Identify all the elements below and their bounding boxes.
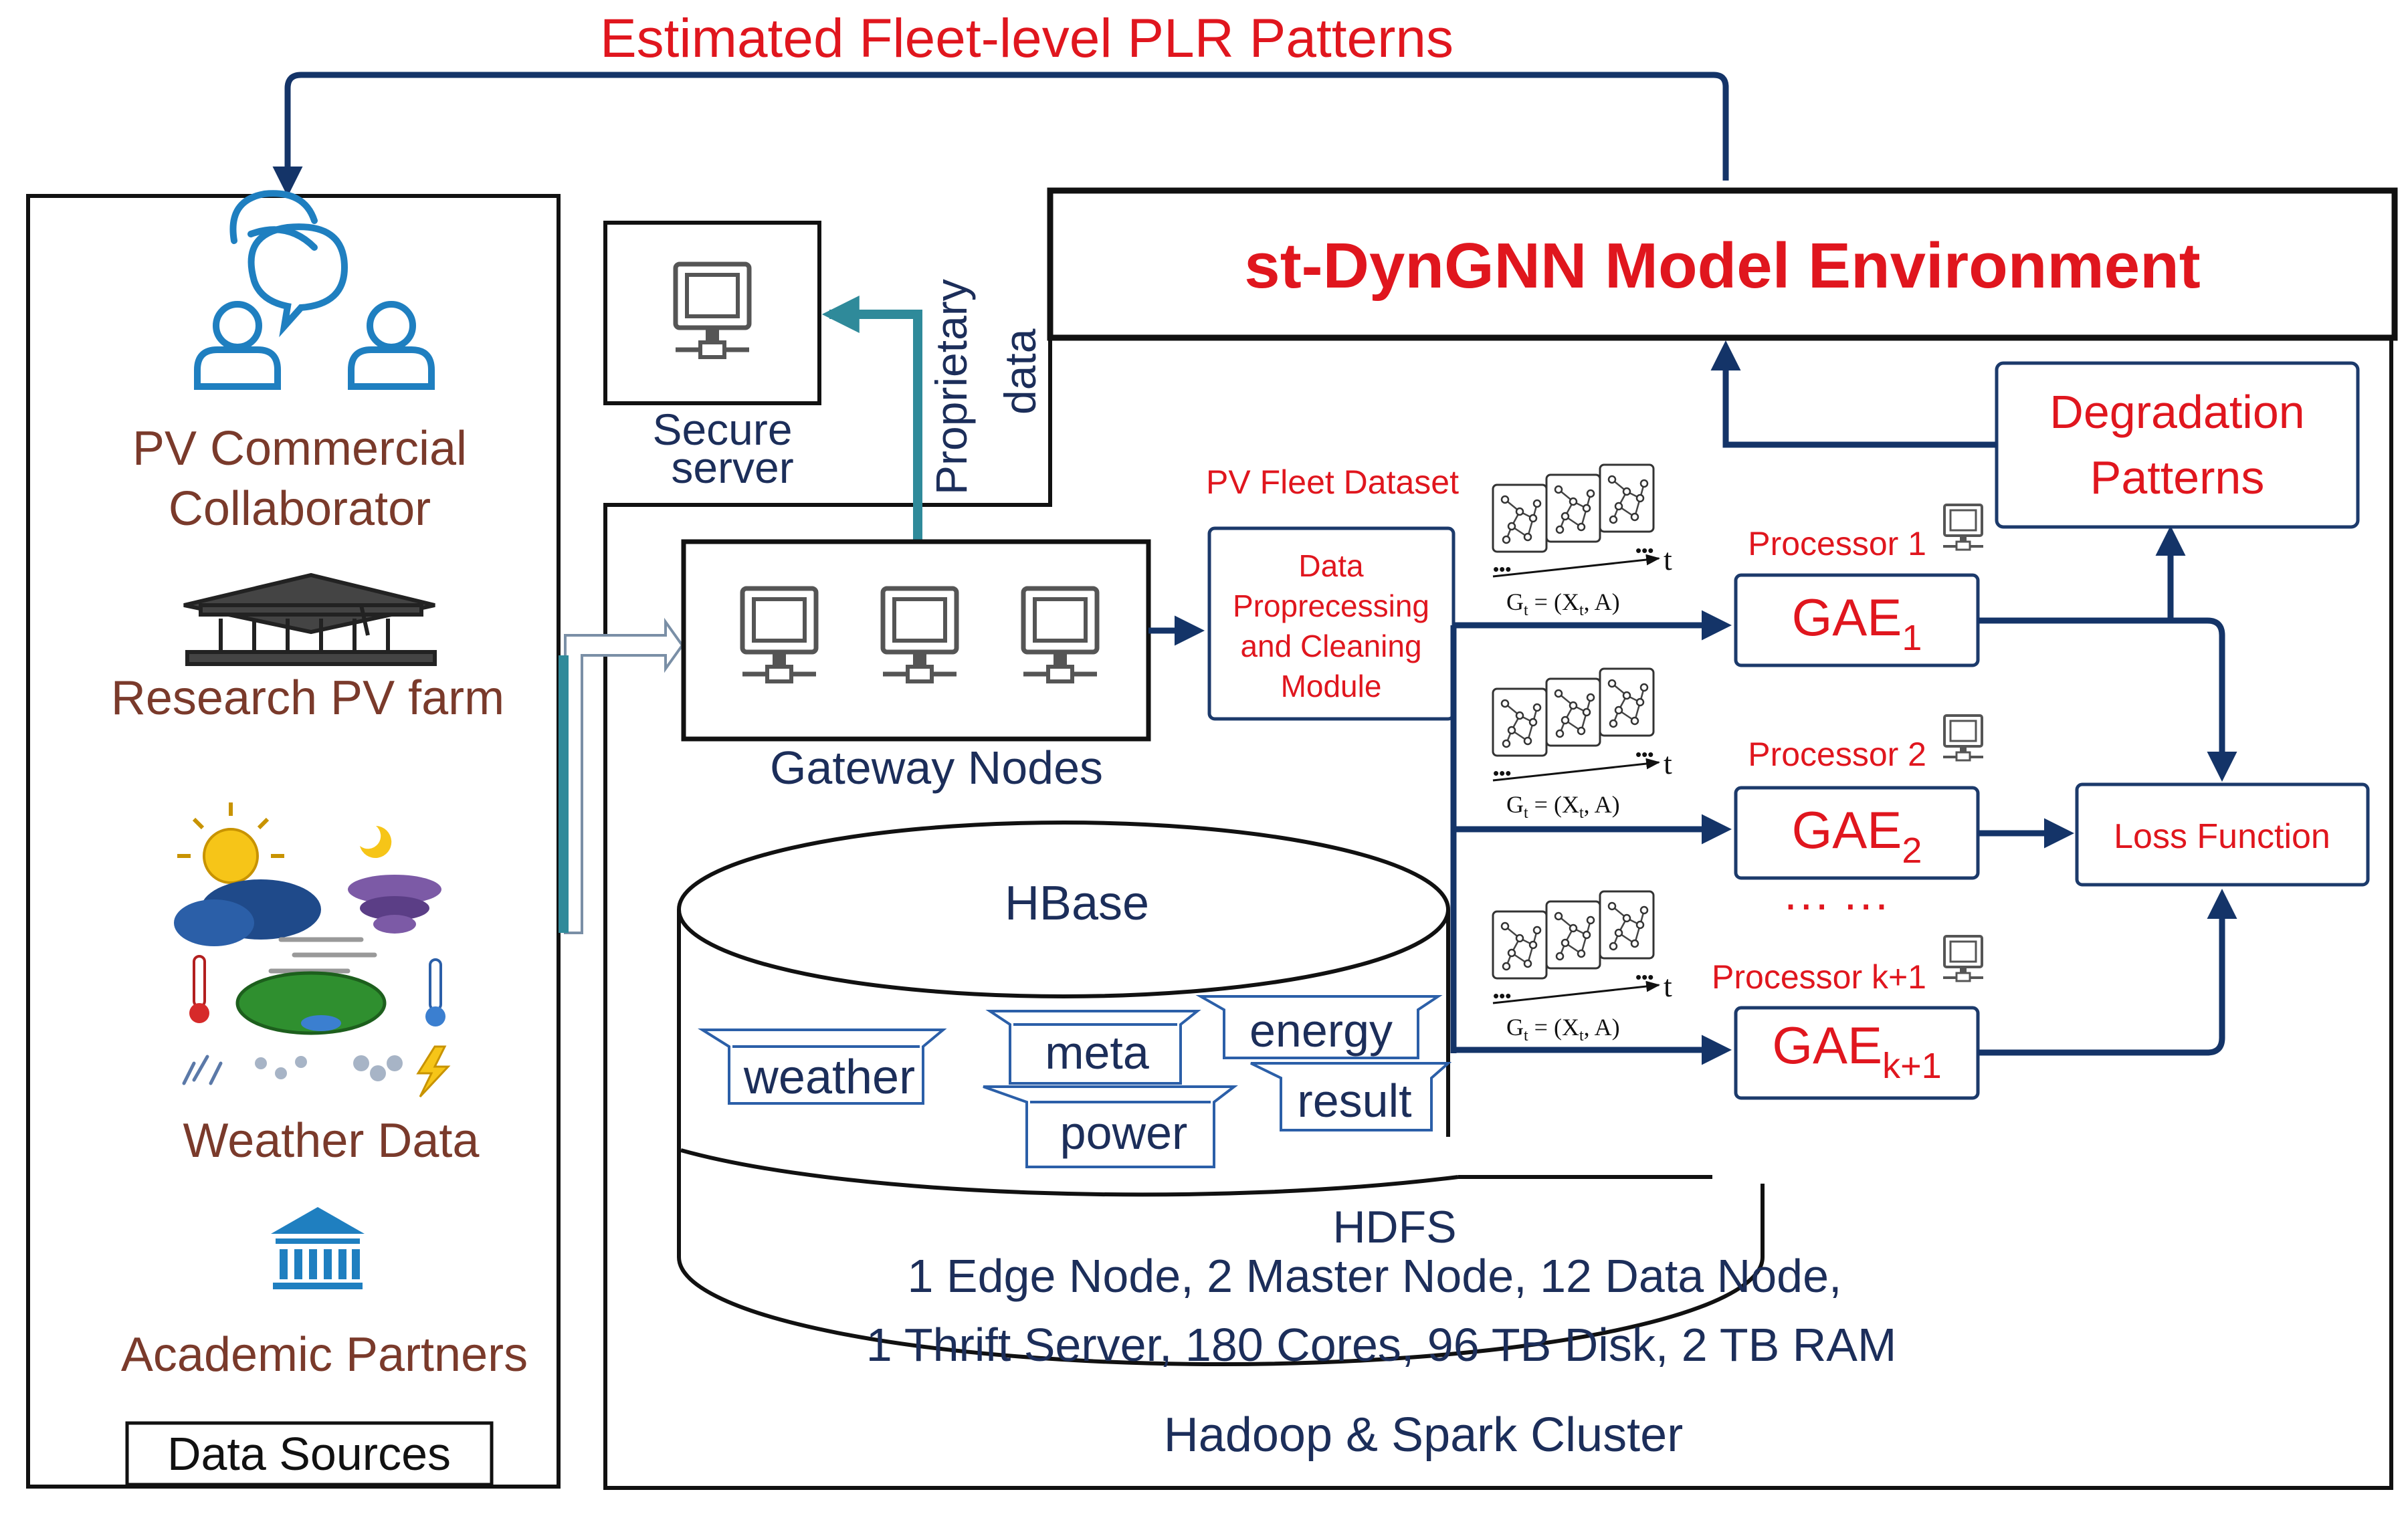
table-power: power — [983, 1085, 1238, 1168]
proprietary-label: Proprietary — [926, 279, 976, 495]
pv-commercial-label-line2: Collaborator — [169, 482, 431, 536]
module-label-line4: Module — [1281, 669, 1382, 704]
graph-snapshot-2: ••• ••• t Gt = (Xt, A) — [1492, 667, 1672, 822]
gae-2-label: GAE2 — [1792, 800, 1922, 871]
model-environment-title: st-DynGNN Model Environment — [1244, 230, 2200, 302]
gateway-nodes-label: Gateway Nodes — [770, 742, 1103, 794]
academic-building-icon — [271, 1207, 365, 1289]
processor-k1-label: Processor k+1 — [1712, 958, 1926, 996]
svg-text:meta: meta — [1045, 1026, 1149, 1079]
processor-1-label: Processor 1 — [1748, 525, 1926, 562]
hdfs-title: HDFS — [1332, 1202, 1456, 1253]
svg-text:•••: ••• — [1635, 967, 1653, 987]
degradation-label-line1: Degradation — [2049, 386, 2304, 438]
degradation-to-model-arrow — [1710, 340, 1997, 448]
table-meta: meta — [985, 1010, 1201, 1085]
module-label-line3: and Cleaning — [1240, 629, 1421, 663]
svg-text:t: t — [1664, 746, 1672, 780]
graph-snapshot-3: ••• ••• t Gt = (Xt, A) — [1492, 890, 1672, 1045]
svg-text:•••: ••• — [1493, 986, 1511, 1006]
svg-text:•••: ••• — [1635, 744, 1653, 764]
gae1-to-loss-arrow — [2171, 617, 2237, 782]
gaek1-to-loss-arrow — [1978, 889, 2237, 1056]
storage-cylinder — [677, 821, 1765, 1366]
hbase-title: HBase — [1005, 877, 1149, 930]
hdfs-spec-line2: 1 Thrift Server, 180 Cores, 96 TB Disk, … — [866, 1319, 1897, 1371]
processor-2-label: Processor 2 — [1748, 736, 1926, 773]
processor-ellipsis: ··· ··· — [1783, 877, 1889, 930]
degradation-label-line2: Patterns — [2090, 451, 2265, 504]
collaborator-icon — [194, 190, 435, 390]
table-energy: energy — [1195, 995, 1443, 1059]
data-sources-caption-box — [125, 1421, 494, 1487]
research-farm-label: Research PV farm — [111, 671, 504, 725]
weather-data-label: Weather Data — [183, 1114, 480, 1168]
proprietary-data-arrow — [821, 296, 922, 548]
svg-text:Gt = (Xt, A): Gt = (Xt, A) — [1506, 588, 1620, 619]
svg-text:power: power — [1060, 1107, 1188, 1159]
feedback-arrow — [272, 72, 1729, 197]
academic-partners-label: Academic Partners — [121, 1328, 528, 1382]
secure-server-label-line2: server — [671, 443, 793, 492]
cluster-label: Hadoop & Spark Cluster — [1164, 1408, 1683, 1462]
svg-text:t: t — [1664, 969, 1672, 1003]
svg-text:t: t — [1664, 542, 1672, 576]
data-sources-panel — [26, 194, 561, 1489]
research-farm-icon — [183, 572, 437, 666]
loss-function-box — [2075, 782, 2370, 887]
ingest-arrow — [564, 617, 684, 934]
ingest-bar — [559, 655, 569, 933]
table-weather: weather — [698, 1029, 947, 1105]
data-label: data — [995, 328, 1045, 415]
svg-text:Gt = (Xt, A): Gt = (Xt, A) — [1506, 791, 1620, 822]
weather-icon — [174, 802, 451, 1098]
module-label-line1: Data — [1298, 548, 1364, 583]
svg-text:•••: ••• — [1493, 763, 1511, 783]
svg-text:•••: ••• — [1493, 559, 1511, 579]
loss-function-label: Loss Function — [2114, 817, 2330, 856]
secure-server-label-line1: Secure — [652, 405, 792, 454]
data-sources-caption: Data Sources — [167, 1428, 451, 1480]
svg-text:•••: ••• — [1635, 540, 1653, 560]
model-environment-box — [1047, 187, 2398, 341]
svg-text:result: result — [1297, 1075, 1411, 1127]
svg-text:energy: energy — [1249, 1004, 1393, 1057]
pv-commercial-label-line1: PV Commercial — [132, 422, 467, 475]
module-label-line2: Proprecessing — [1233, 588, 1429, 623]
hdfs-spec-line1: 1 Edge Node, 2 Master Node, 12 Data Node… — [908, 1250, 1842, 1302]
gae-1-label: GAE1 — [1792, 588, 1922, 658]
pv-fleet-dataset-title: PV Fleet Dataset — [1206, 463, 1459, 501]
table-result: result — [1250, 1062, 1452, 1131]
feedback-label: Estimated Fleet-level PLR Patterns — [600, 8, 1453, 69]
svg-text:Gt = (Xt, A): Gt = (Xt, A) — [1506, 1014, 1620, 1045]
gae-k1-label: GAEk+1 — [1772, 1016, 1941, 1086]
svg-text:weather: weather — [743, 1051, 915, 1104]
